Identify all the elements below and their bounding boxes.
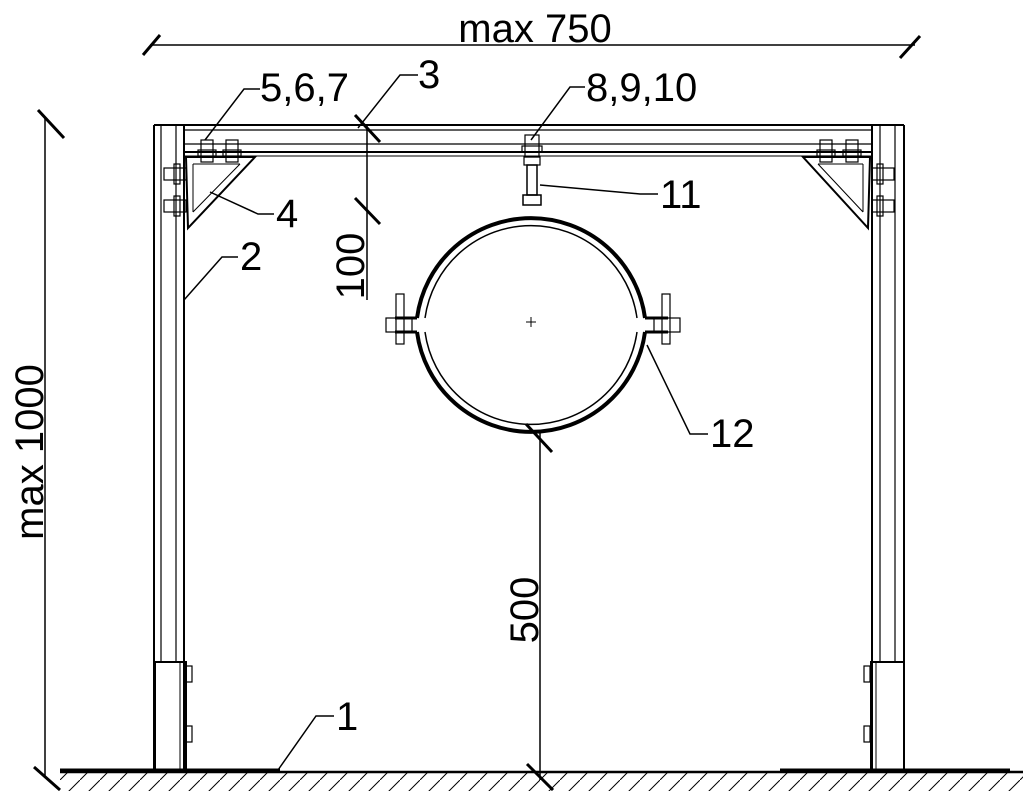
dimension-clearance: 500 bbox=[503, 422, 555, 791]
dimension-height: max 1000 bbox=[8, 108, 66, 791]
ground bbox=[60, 770, 1023, 791]
callout-hanger-bolts: 8,9,10 bbox=[586, 66, 697, 110]
callout-threaded-rod: 11 bbox=[660, 173, 702, 217]
bracket-left bbox=[184, 156, 258, 231]
callout-beam: 3 bbox=[418, 53, 440, 97]
callout-post: 2 bbox=[240, 235, 262, 279]
callout-leaders bbox=[183, 74, 708, 771]
threaded-rod bbox=[522, 164, 542, 206]
top-beam bbox=[154, 124, 904, 157]
dimension-height-label: max 1000 bbox=[8, 364, 52, 540]
left-post bbox=[153, 125, 193, 773]
bracket-bolts-left bbox=[163, 139, 242, 217]
dimension-width: max 750 bbox=[141, 7, 922, 60]
right-post bbox=[863, 125, 905, 773]
clamp-bolt-right bbox=[653, 293, 681, 345]
dimension-offset-label: 100 bbox=[329, 233, 373, 300]
callout-bracket-bolts: 5,6,7 bbox=[260, 66, 349, 110]
callout-pipe-clamp: 12 bbox=[710, 412, 755, 456]
bracket-bolts-right bbox=[816, 139, 895, 217]
callout-bracket: 4 bbox=[276, 192, 298, 236]
pipe-clamp bbox=[395, 216, 668, 434]
dimension-offset: 100 bbox=[329, 113, 382, 300]
dimension-clearance-label: 500 bbox=[503, 577, 547, 644]
dimension-width-label: max 750 bbox=[458, 7, 611, 51]
bracket-right bbox=[800, 156, 872, 231]
clamp-bolt-left bbox=[385, 293, 413, 345]
callout-base: 1 bbox=[336, 695, 358, 739]
